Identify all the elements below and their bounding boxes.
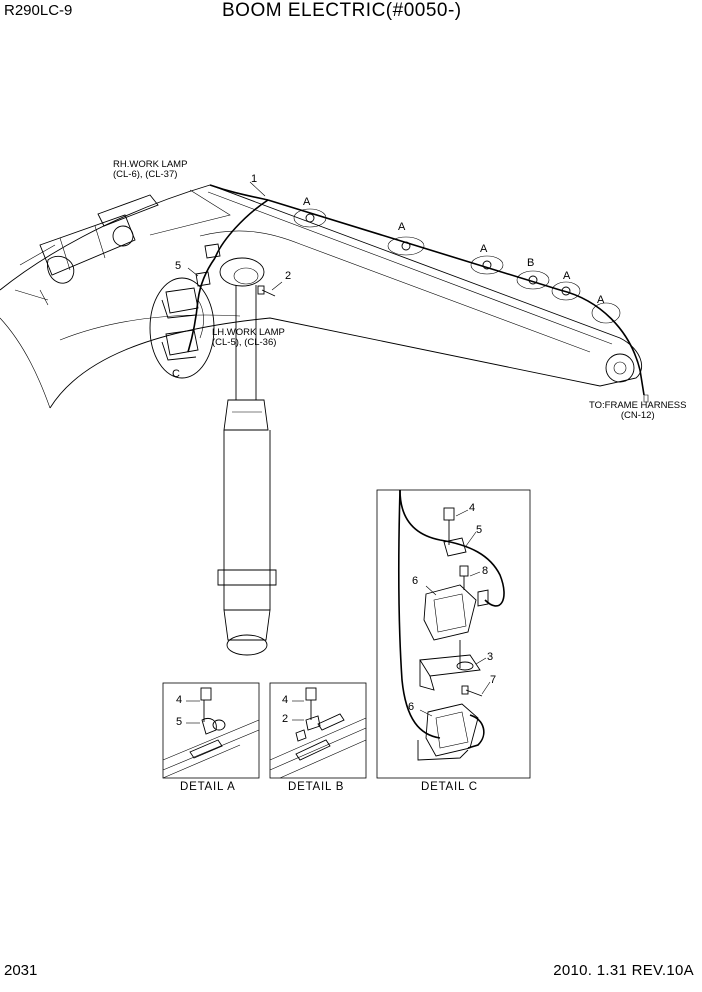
detail-b-caption: DETAIL B bbox=[288, 781, 345, 793]
part-number-2: 2 bbox=[282, 713, 289, 725]
boom-outline bbox=[0, 184, 642, 409]
part-number-5: 5 bbox=[176, 716, 183, 728]
rh-work-lamp-label: RH.WORK LAMP (CL-6), (CL-37) bbox=[113, 160, 187, 180]
detail-a-box bbox=[162, 682, 260, 779]
detail-marker-a: A bbox=[303, 196, 311, 208]
rh-work-lamp-name: RH.WORK LAMP bbox=[113, 159, 188, 170]
part-number-4: 4 bbox=[282, 694, 289, 706]
detail-marker-a: A bbox=[563, 270, 571, 282]
lh-work-lamp-name: LH.WORK LAMP bbox=[212, 327, 285, 338]
part-number-6: 6 bbox=[412, 575, 419, 587]
boom-cylinder bbox=[217, 285, 277, 656]
part-number-8: 8 bbox=[482, 565, 489, 577]
lh-work-lamp-label: LH.WORK LAMP (CL-5), (CL-36) bbox=[212, 328, 285, 348]
part-number-3: 3 bbox=[487, 651, 494, 663]
part-number-5: 5 bbox=[476, 524, 483, 536]
frame-harness-name: TO:FRAME HARNESS bbox=[589, 400, 687, 411]
lh-work-lamp-connectors: (CL-5), (CL-36) bbox=[212, 337, 277, 348]
detail-a-caption: DETAIL A bbox=[180, 781, 236, 793]
revision-date: 2010. 1.31 REV.10A bbox=[553, 962, 694, 979]
part-number-2: 2 bbox=[285, 270, 292, 282]
detail-marker-b: B bbox=[527, 257, 535, 269]
part-number-4: 4 bbox=[176, 694, 183, 706]
part-number-5: 5 bbox=[175, 260, 182, 272]
part-number-4: 4 bbox=[469, 502, 476, 514]
model-code: R290LC-9 bbox=[4, 2, 73, 19]
part-number-1: 1 bbox=[251, 173, 258, 185]
part-number-7: 7 bbox=[490, 674, 497, 686]
detail-marker-a: A bbox=[480, 243, 488, 255]
boom-harness bbox=[187, 181, 649, 403]
detail-b-box bbox=[269, 682, 367, 779]
frame-harness-connector: (CN-12) bbox=[620, 410, 655, 421]
detail-marker-a: A bbox=[398, 221, 406, 233]
detail-marker-c: C bbox=[172, 368, 180, 380]
page-number: 2031 bbox=[4, 962, 38, 979]
detail-marker-a: A bbox=[597, 294, 605, 306]
part-number-6: 6 bbox=[408, 701, 415, 713]
detail-c-caption: DETAIL C bbox=[421, 781, 478, 793]
page-title: BOOM ELECTRIC(#0050-) bbox=[222, 0, 462, 21]
rh-work-lamp-connectors: (CL-6), (CL-37) bbox=[113, 169, 178, 180]
frame-harness-label: TO:FRAME HARNESS (CN-12) bbox=[589, 401, 686, 421]
detail-c-box bbox=[376, 489, 531, 779]
work-lamps bbox=[149, 243, 283, 379]
